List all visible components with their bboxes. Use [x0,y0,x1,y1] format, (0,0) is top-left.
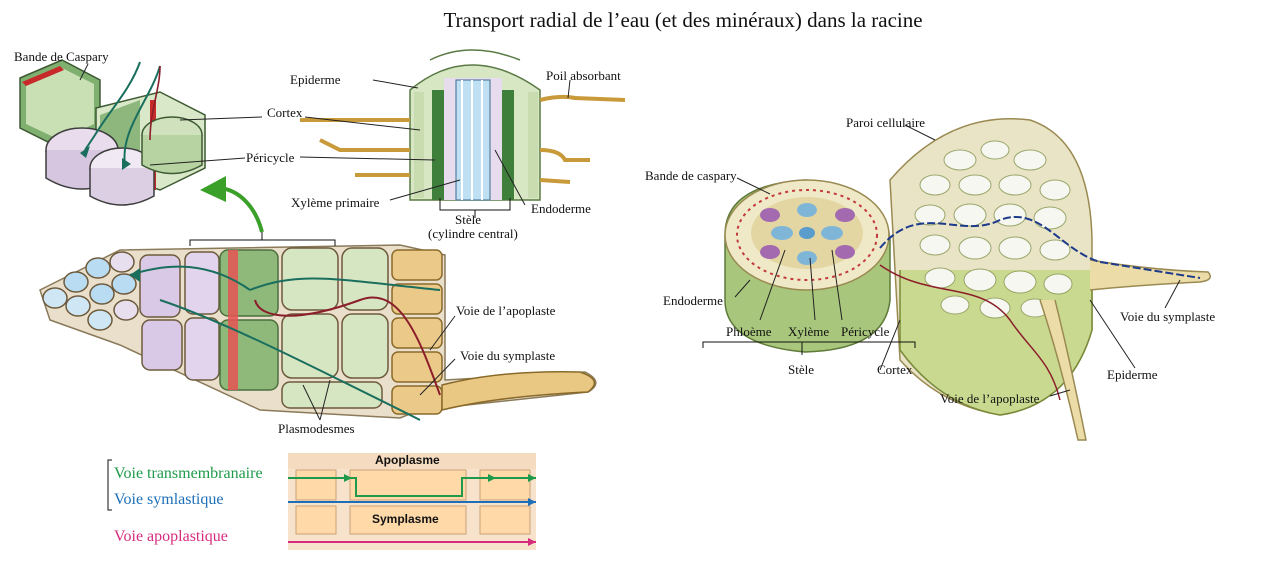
label-stele-top: Stèle [455,212,481,227]
diagram-title: Transport radial de l’eau (et des minéra… [443,8,923,32]
label-xyleme: Xylème [788,324,830,339]
label-voie-symplaste-right: Voie du symplaste [1120,309,1216,324]
zoom-arrow-icon [200,176,264,233]
leader-lines-middle [302,315,456,421]
label-poil-absorbant: Poil absorbant [546,68,621,83]
legend-apoplastique: Voie apoplastique [114,528,228,545]
label-bande-caspary-right: Bande de caspary [645,168,737,183]
label-pericycle-right: Péricycle [841,324,890,339]
cell-cross-section [39,232,597,421]
cell-block-3d [19,59,206,206]
label-epiderme-top: Epiderme [290,72,341,87]
legend-symplasme: Symplasme [372,512,439,526]
label-stele-right: Stèle [788,362,814,377]
label-paroi-cellulaire: Paroi cellulaire [846,115,926,130]
root-cross-section-3d [702,118,1211,441]
label-phloeme: Phloème [726,324,772,339]
label-pericycle-top: Péricycle [246,150,295,165]
label-endoderme-top: Endoderme [531,201,591,216]
legend-symplastique: Voie symlastique [114,491,224,508]
label-bande-caspary-left: Bande de Caspary [14,49,109,64]
label-endoderme-right: Endoderme [663,293,723,308]
label-xyleme-primaire: Xylème primaire [291,195,380,210]
label-cortex-right: Cortex [877,362,913,377]
label-plasmodesmes: Plasmodesmes [278,421,355,436]
label-voie-symplaste-left: Voie du symplaste [460,348,556,363]
transport-legend [107,453,536,550]
label-cortex-top: Cortex [267,105,303,120]
root-longitudinal-section [300,49,626,218]
label-cylindre-central: (cylindre central) [428,226,518,241]
leader-lines-right [734,124,1181,397]
label-voie-apoplaste-right: Voie de l’apoplaste [940,391,1040,406]
legend-transmembranaire: Voie transmembranaire [114,465,263,482]
leader-lines-top [79,63,571,206]
legend-apoplasme: Apoplasme [375,453,440,467]
label-voie-apoplaste-left: Voie de l’apoplaste [456,303,556,318]
label-epiderme-right: Epiderme [1107,367,1158,382]
